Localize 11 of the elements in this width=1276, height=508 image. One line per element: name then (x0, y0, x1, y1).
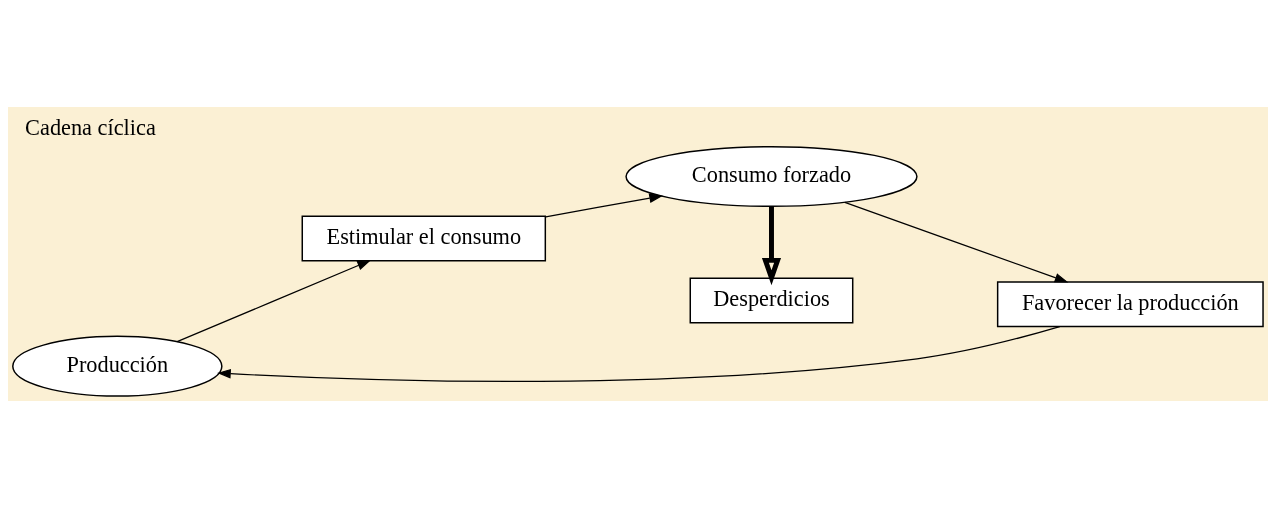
arrow (176, 260, 371, 343)
arrow (761, 206, 782, 286)
arrow (545, 193, 663, 218)
node-ellipse: Consumo forzado (625, 145, 918, 208)
node-box: Favorecer la producción (996, 281, 1264, 328)
node-ellipse: Producción (12, 335, 223, 397)
diagram-title: Cadena cíclica (25, 114, 156, 140)
arrow (217, 326, 1061, 382)
arrow (844, 201, 1069, 283)
node-box: Estimular el consumo (301, 215, 547, 262)
node-box: Desperdicios (689, 277, 854, 324)
